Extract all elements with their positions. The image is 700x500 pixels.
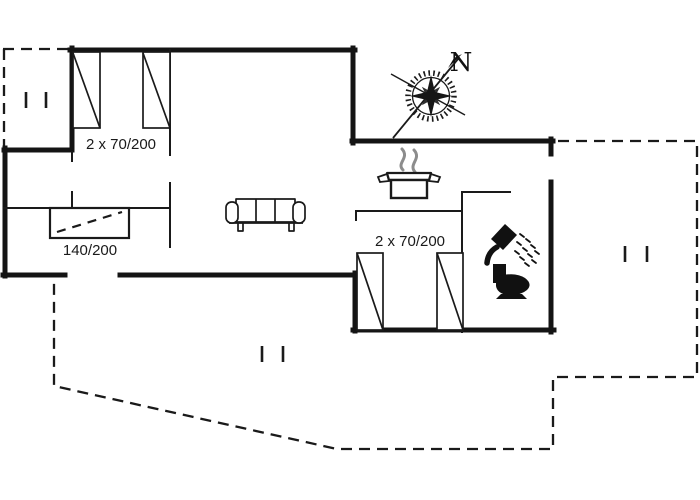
bed-diagonal [72,52,101,129]
pot-body [389,178,429,200]
bed-label-s: 2 x 70/200 [375,233,445,250]
toilet-base [496,294,527,299]
sofa-icon [225,198,306,232]
toilet-icon [493,264,530,299]
bed-diagonal [142,52,171,129]
bed-s-2 [436,252,464,331]
sofa-foot [237,222,244,232]
steam-pot-icon [376,147,442,200]
bed-double [48,206,131,240]
bedroom-s-beds [356,252,464,331]
compass-north-label: N [450,48,473,78]
bed-diagonal-dashed [56,210,123,234]
sofa-armrest [292,201,306,224]
shower-arm [484,244,500,266]
bedroom-nw-beds [72,51,171,129]
shower-spray [514,233,540,267]
compass-needle-arrowhead [448,54,462,68]
bed-s-1 [356,252,384,331]
terrace-se-boundary [52,139,699,451]
compass-tick-ring [405,70,457,122]
shower-head [491,224,517,250]
bed-nw-1 [72,51,101,129]
window-marker-east [623,246,649,262]
bed-nw-2 [142,51,171,129]
steam-lines [399,147,419,174]
pot-rim [385,171,433,182]
bed-diagonal [356,252,384,331]
bed-diagonal [436,252,464,331]
sofa-seat [235,198,296,223]
terrace-outline-nw [2,47,70,146]
toilet-bowl [496,274,530,296]
sofa-armrest [225,201,239,224]
compass-star-primary [410,75,452,117]
window-marker-nw [24,92,48,108]
sofa-foot [288,222,295,232]
compass-rose-icon [390,54,466,139]
window-marker-south [260,346,285,362]
bed-label-nw: 2 x 70/200 [86,136,156,153]
bed-label-w: 140/200 [63,242,117,259]
terrace-outline-se [52,139,699,451]
shower-icon [484,224,540,267]
